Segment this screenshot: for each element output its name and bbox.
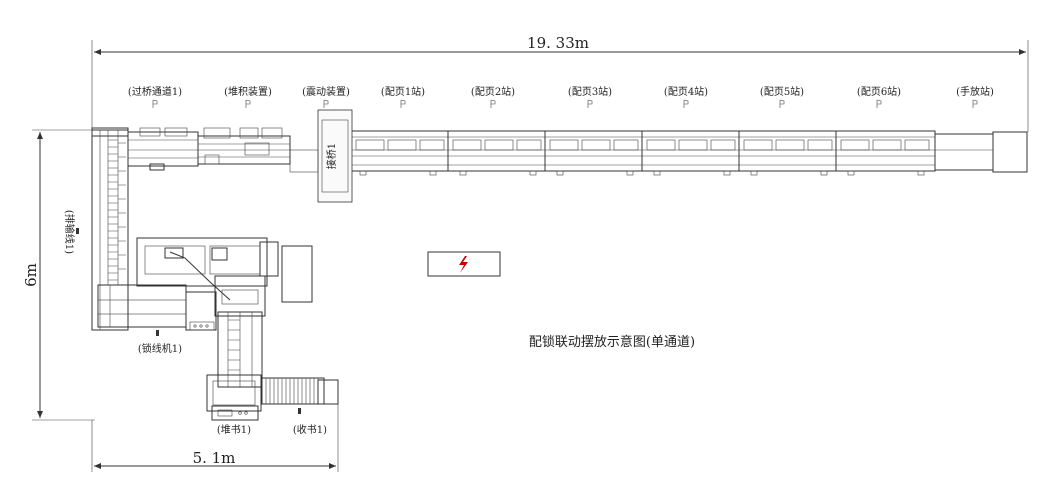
station-label: (配页4站) bbox=[664, 85, 708, 108]
station-label: (堆积装置) bbox=[224, 85, 272, 108]
stacker: (堆书1) bbox=[206, 374, 262, 436]
svg-text:(配页1站): (配页1站) bbox=[381, 85, 425, 98]
total-length-label: 19. 33m bbox=[527, 34, 589, 52]
station-marker-icon bbox=[152, 99, 158, 108]
station-marker-icon bbox=[323, 99, 329, 108]
collector-label: (收书1) bbox=[293, 423, 327, 436]
dimension-bottom-width: 5. 1m bbox=[91, 395, 339, 472]
lock-machine-label: (锁线机1) bbox=[138, 342, 182, 355]
collector: (收书1) bbox=[261, 377, 339, 436]
vertical-conveyor: (排输线1) bbox=[63, 129, 129, 331]
svg-text:(手放站): (手放站) bbox=[956, 85, 994, 98]
svg-text:(配页6站): (配页6站) bbox=[857, 85, 901, 98]
station-label: (配页3站) bbox=[568, 85, 612, 108]
svg-text:(配页5站): (配页5站) bbox=[760, 85, 804, 98]
station-labels: (过桥通道1) (堆积装置) (震动装置) (配页1站) (配页2站) (配页3… bbox=[128, 85, 994, 108]
electric-hazard-icon bbox=[459, 256, 468, 273]
collating-line bbox=[349, 130, 1028, 176]
station-marker-icon bbox=[876, 99, 882, 108]
svg-text:(配页4站): (配页4站) bbox=[664, 85, 708, 98]
control-cabinet bbox=[281, 245, 313, 303]
line-legs bbox=[359, 170, 925, 176]
station-marker-icon bbox=[683, 99, 689, 108]
station-marker-icon bbox=[245, 99, 251, 108]
dimension-total-length: 19. 33m bbox=[91, 34, 1029, 135]
station-marker-icon bbox=[972, 99, 978, 108]
central-machine bbox=[136, 237, 313, 317]
station-marker-icon bbox=[490, 99, 496, 108]
station-label: (手放站) bbox=[956, 85, 994, 108]
station-label: (配页5站) bbox=[760, 85, 804, 108]
svg-text:(堆积装置): (堆积装置) bbox=[224, 85, 272, 98]
station-marker-icon bbox=[400, 99, 406, 108]
feeder-pockets bbox=[355, 139, 930, 151]
transfer-unit-label: 接桥1 bbox=[325, 143, 338, 169]
svg-text:(配页2站): (配页2站) bbox=[471, 85, 515, 98]
station-label: (配页6站) bbox=[857, 85, 901, 108]
station-label: (配页1站) bbox=[381, 85, 425, 108]
end-box bbox=[992, 131, 1028, 173]
station-label: (震动装置) bbox=[302, 85, 350, 108]
station-label: (过桥通道1) bbox=[128, 85, 182, 108]
station-label: (配页2站) bbox=[471, 85, 515, 108]
diagram-caption: 配锁联动摆放示意图(单通道) bbox=[529, 334, 695, 350]
lock-machine: (锁线机1) bbox=[97, 284, 217, 355]
dimension-height: 6m bbox=[22, 129, 95, 421]
station-marker-icon bbox=[587, 99, 593, 108]
station-marker-icon bbox=[779, 99, 785, 108]
bottom-width-label: 5. 1m bbox=[193, 449, 236, 467]
conveyor-label: (排输线1) bbox=[63, 210, 76, 254]
svg-text:(过桥通道1): (过桥通道1) bbox=[128, 85, 182, 98]
stacker-label: (堆书1) bbox=[217, 424, 251, 436]
svg-text:(配页3站): (配页3站) bbox=[568, 85, 612, 98]
height-label: 6m bbox=[22, 263, 40, 287]
svg-text:(震动装置): (震动装置) bbox=[302, 85, 350, 98]
upper-left-machines bbox=[91, 127, 291, 171]
electrical-box bbox=[427, 251, 501, 277]
manual-station bbox=[934, 133, 994, 171]
lower-conveyor bbox=[217, 311, 263, 388]
transfer-unit: 接桥1 bbox=[289, 109, 353, 203]
